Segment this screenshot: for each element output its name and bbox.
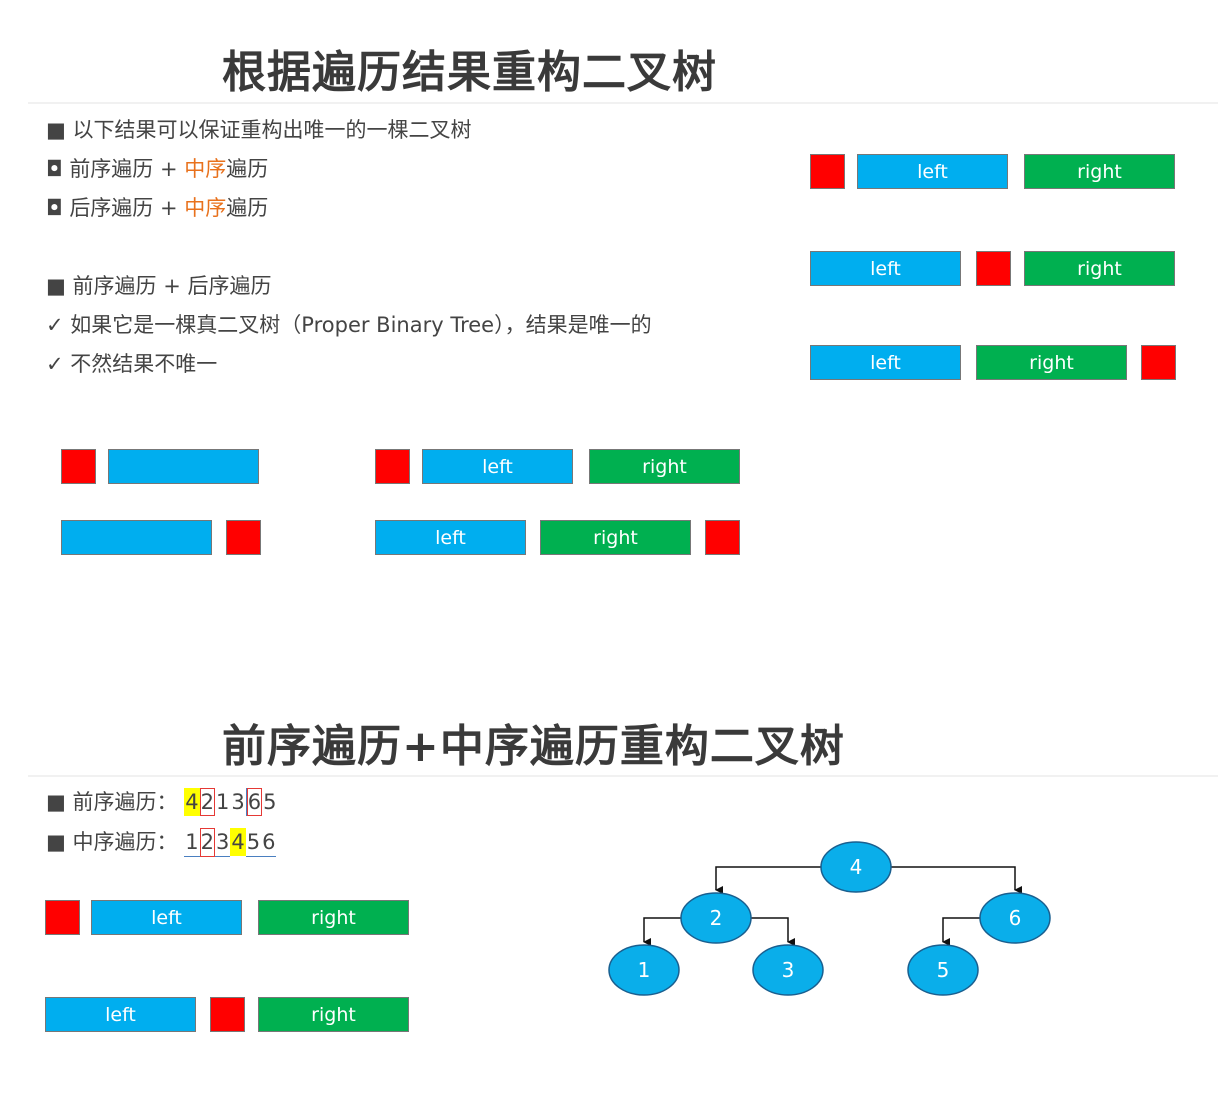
- inorder-root-block: [976, 251, 1011, 286]
- intro-text: 以下结果可以保证重构出唯一的一棵二叉树: [72, 118, 472, 142]
- ambiguous-pre-subtree-block: [108, 449, 259, 484]
- tree-node-label: 4: [850, 855, 863, 879]
- inorder-item-root: 4: [230, 828, 246, 856]
- edge-6-5: [942, 917, 980, 946]
- tree-node: 1: [608, 944, 680, 996]
- ex-pre-left-block: left: [91, 900, 242, 935]
- edge-2-1: [643, 917, 681, 946]
- tree-node: 4: [820, 841, 892, 893]
- postorder-right-block: right: [976, 345, 1127, 380]
- tree-node-label: 6: [1009, 906, 1022, 930]
- preorder-item: 3: [231, 788, 247, 816]
- tree-node: 3: [752, 944, 824, 996]
- proper-pre-right-block: right: [589, 449, 740, 484]
- proper-post-left-block: left: [375, 520, 526, 555]
- section2-divider: [28, 775, 1218, 777]
- preorder-item-left-root: 2: [199, 788, 215, 816]
- preorder-item-right-root: 6: [246, 788, 263, 816]
- proper-pre-left-block: left: [422, 449, 573, 484]
- ex-in-left-block: left: [45, 997, 196, 1032]
- inorder-line: ■ 中序遍历： 123456: [46, 828, 277, 857]
- inorder-item: 5: [245, 828, 262, 857]
- note2-text: 不然结果不唯一: [70, 352, 218, 376]
- edge-2-3: [751, 917, 795, 946]
- hollow-square-bullet-icon: ◘: [46, 196, 63, 220]
- note1-line: ✓ 如果它是一棵真二叉树（Proper Binary Tree），结果是唯一的: [46, 311, 652, 339]
- section1-divider: [28, 102, 1218, 104]
- postorder-left-block: left: [810, 345, 961, 380]
- proper-pre-root-block: [375, 449, 410, 484]
- combo2-c: 遍历: [226, 196, 269, 220]
- combo2-line: ◘ 后序遍历 + 中序遍历: [46, 194, 268, 222]
- inorder-item: 3: [214, 828, 231, 857]
- combo3-text: 前序遍历 + 后序遍历: [72, 274, 272, 298]
- hollow-square-bullet-icon: ◘: [46, 157, 63, 181]
- ex-pre-root-block: [45, 900, 80, 935]
- ex-in-right-block: right: [258, 997, 409, 1032]
- tree-node-label: 3: [782, 958, 795, 982]
- edge-4-2: [715, 866, 821, 894]
- proper-post-right-block: right: [540, 520, 691, 555]
- inorder-right-block: right: [1024, 251, 1175, 286]
- tree-node-label: 1: [638, 958, 651, 982]
- combo1-highlight: 中序: [184, 157, 227, 181]
- tree-node-label: 5: [937, 958, 950, 982]
- inorder-left-block: left: [810, 251, 961, 286]
- tree-node-label: 2: [710, 906, 723, 930]
- tree-node: 6: [979, 892, 1051, 944]
- combo1-plus: +: [153, 157, 185, 181]
- preorder-item: 5: [263, 790, 277, 814]
- square-bullet-icon: ■: [46, 118, 66, 142]
- inorder-item: 1: [184, 828, 200, 857]
- inorder-label: 中序遍历：: [72, 830, 178, 854]
- preorder-item-root: 4: [184, 788, 200, 816]
- ex-in-root-block: [210, 997, 245, 1032]
- section2-title: 前序遍历+中序遍历重构二叉树: [222, 721, 845, 772]
- square-bullet-icon: ■: [46, 790, 66, 814]
- combo1-c: 遍历: [226, 157, 269, 181]
- edge-4-6: [891, 866, 1022, 894]
- check-icon: ✓: [46, 313, 64, 337]
- note2-line: ✓ 不然结果不唯一: [46, 350, 217, 378]
- note1-text: 如果它是一棵真二叉树（Proper Binary Tree），结果是唯一的: [70, 313, 652, 337]
- postorder-root-block: [1141, 345, 1176, 380]
- combo2-highlight: 中序: [184, 196, 227, 220]
- preorder-label: 前序遍历：: [72, 790, 178, 814]
- combo1-line: ◘ 前序遍历 + 中序遍历: [46, 155, 268, 183]
- ambiguous-post-root-block: [226, 520, 261, 555]
- combo2-plus: +: [153, 196, 185, 220]
- tree-node: 2: [680, 892, 752, 944]
- preorder-right-block: right: [1024, 154, 1175, 189]
- ambiguous-pre-root-block: [61, 449, 96, 484]
- intro-line: ■ 以下结果可以保证重构出唯一的一棵二叉树: [46, 116, 472, 144]
- ex-pre-right-block: right: [258, 900, 409, 935]
- section1-title: 根据遍历结果重构二叉树: [222, 47, 717, 98]
- ambiguous-post-subtree-block: [61, 520, 212, 555]
- proper-post-root-block: [705, 520, 740, 555]
- combo1-a: 前序遍历: [69, 157, 154, 181]
- preorder-left-block: left: [857, 154, 1008, 189]
- check-icon: ✓: [46, 352, 64, 376]
- preorder-item: 1: [215, 790, 230, 814]
- square-bullet-icon: ■: [46, 830, 66, 854]
- tree-node: 5: [907, 944, 979, 996]
- square-bullet-icon: ■: [46, 274, 66, 298]
- combo3-line: ■ 前序遍历 + 后序遍历: [46, 272, 271, 300]
- preorder-root-block: [810, 154, 845, 189]
- inorder-item-left-root: 2: [199, 828, 215, 857]
- inorder-item: 6: [261, 828, 277, 857]
- combo2-a: 后序遍历: [69, 196, 154, 220]
